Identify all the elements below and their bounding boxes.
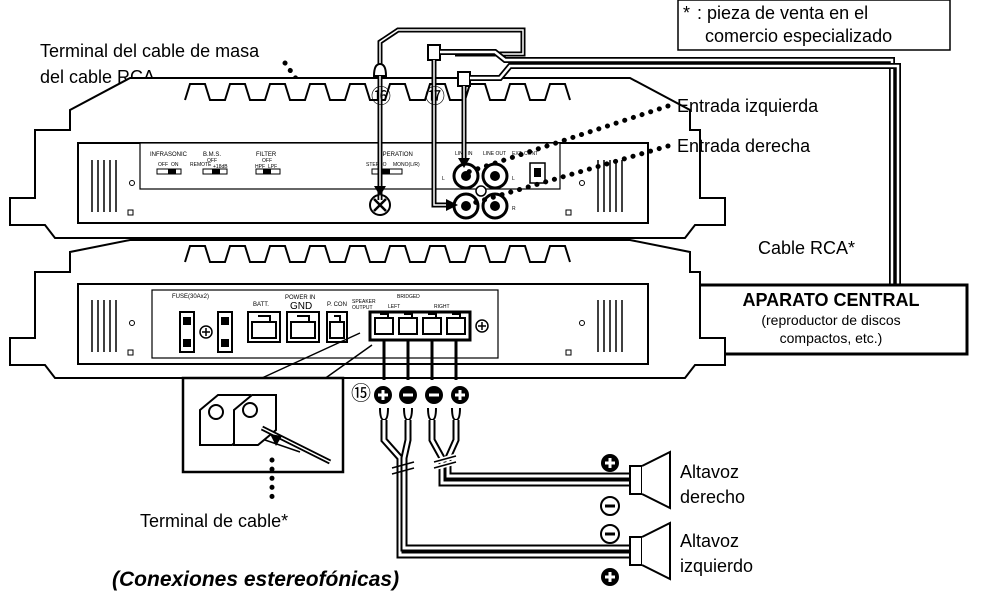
left-input-label: Entrada izquierda (677, 96, 819, 116)
filter-label: FILTER (256, 152, 277, 158)
right-input-dotted-line (467, 143, 671, 207)
head-unit-sub-1: (reproductor de discos (761, 312, 900, 328)
note-line-1: : pieza de venta en el (697, 3, 868, 23)
speaker-right-icon (629, 450, 671, 510)
terminal-detail-inset (181, 332, 373, 474)
infrasonic-off: OFF (158, 162, 168, 168)
speaker-output-label-1: SPEAKER (352, 299, 376, 305)
note-box: * : pieza de venta en el comercio especi… (677, 0, 951, 51)
operation-mono: MONO(L/R) (393, 162, 420, 168)
rca-cable-label: Cable RCA* (758, 238, 855, 258)
filter-hpf: HPF (255, 164, 265, 170)
callout-16: ⑯ (371, 85, 391, 108)
speaker-output-label-2: OUTPUT (352, 305, 373, 311)
amplifier-bottom: FUSE(30Ax2) BATT. POWER IN GND P. CON SP… (9, 239, 726, 379)
bms-db: +18dB (213, 164, 228, 170)
pcon-terminal (326, 311, 348, 343)
callout-17: ⑰ (425, 85, 445, 108)
ground-terminal-label-1: Terminal del cable de masa (40, 41, 260, 61)
cable-terminal-label: Terminal de cable* (140, 511, 288, 531)
filter-lpf: LPF (268, 164, 277, 170)
batt-label: BATT. (253, 302, 269, 308)
note-line-2: comercio especializado (705, 26, 892, 46)
head-unit-box: APARATO CENTRAL (reproductor de discos c… (693, 283, 969, 356)
pcon-label: P. CON (327, 302, 347, 308)
callout-15: ⑮ (351, 382, 371, 405)
rca-cable (427, 44, 901, 288)
speaker-wires (379, 340, 630, 559)
head-unit-sub-2: compactos, etc.) (780, 330, 883, 346)
head-unit-title: APARATO CENTRAL (743, 290, 920, 310)
bridged-label: BRIDGED (397, 294, 420, 300)
infrasonic-on: ON (171, 162, 179, 168)
infrasonic-label: INFRASONIC (150, 152, 188, 158)
speaker-left-label-2: izquierdo (680, 556, 753, 576)
bms-off: OFF (207, 158, 217, 164)
ext-cont-label: EXT. CONT (512, 151, 538, 157)
gnd-label: GND (290, 301, 312, 312)
diagram-caption: (Conexiones estereofónicas) (112, 568, 399, 591)
speaker-polarity-marks (600, 454, 620, 586)
note-marker: * (683, 3, 690, 23)
amplifier-top: INFRASONIC B.M.S. FILTER OPERATION OFF O… (9, 77, 726, 239)
left-label: LEFT (388, 304, 400, 310)
filter-off: OFF (262, 158, 272, 164)
power-in-label: POWER IN (285, 295, 315, 301)
right-label: RIGHT (434, 304, 450, 310)
speaker-terminal-block (368, 310, 472, 342)
output-r-mark: R (512, 206, 516, 212)
operation-stereo: STEREO (366, 162, 387, 168)
fuse-label: FUSE(30Ax2) (172, 294, 209, 300)
speaker-right-label-1: Altavoz (680, 462, 739, 482)
operation-label: OPERATION (378, 152, 413, 158)
line-out-label: LINE OUT (483, 151, 506, 157)
speaker-right-label-2: derecho (680, 487, 745, 507)
speaker-left-icon (629, 521, 671, 581)
left-input-dotted-line (465, 103, 671, 175)
input-l-mark: L (442, 176, 445, 182)
bms-remote: REMOTE (190, 162, 212, 168)
speaker-left-label-1: Altavoz (680, 531, 739, 551)
bms-label: B.M.S. (203, 152, 221, 158)
output-l-mark: L (512, 176, 515, 182)
polarity-marks (374, 386, 469, 404)
ground-wire (372, 27, 526, 200)
right-input-label: Entrada derecha (677, 136, 811, 156)
